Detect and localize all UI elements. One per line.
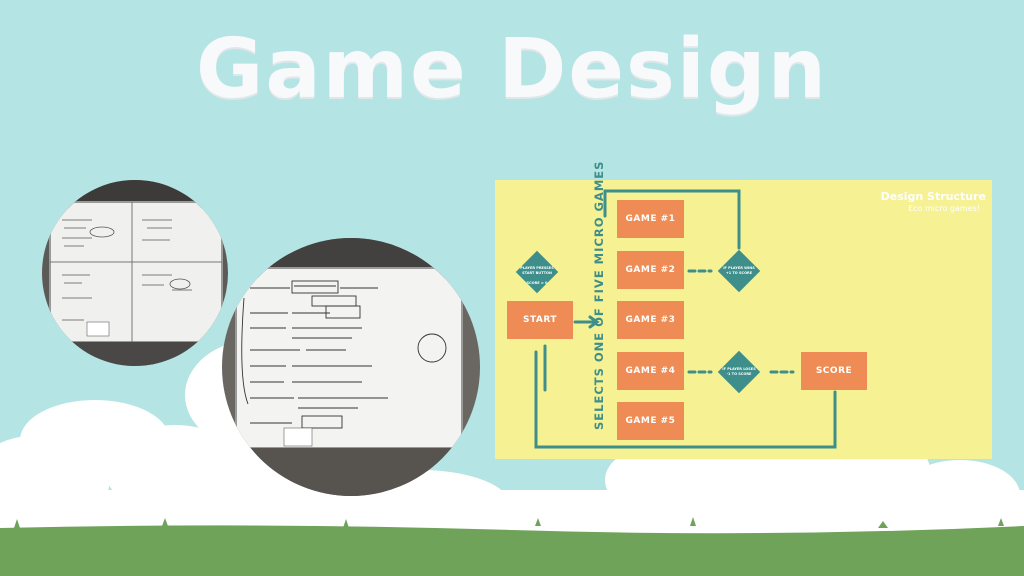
start-node: START <box>507 301 573 339</box>
grass <box>0 517 1024 576</box>
lose-decision-label: IF PLAYER LOSES -1 TO SCORE <box>722 367 756 376</box>
game-node-5: GAME #5 <box>617 402 684 440</box>
game-node-2: GAME #2 <box>617 251 684 289</box>
design-structure-heading: Design Structure <box>880 190 986 203</box>
win-decision-label: IF PLAYER WINS +1 TO SCORE <box>723 266 755 275</box>
whiteboard-photo-left <box>42 180 228 366</box>
start-decision-label: PLAYER PRESSES START BUTTON <box>520 266 554 275</box>
flowchart-connectors <box>534 189 837 449</box>
slide-title: Game Design <box>196 22 828 117</box>
score-node: SCORE <box>801 352 867 390</box>
game-node-4: GAME #4 <box>617 352 684 390</box>
design-structure-subheading: Eco micro games! <box>908 204 980 213</box>
selects-vertical-label: SELECTS ONE OF FIVE MICRO GAMES <box>592 160 606 430</box>
game-node-1: GAME #1 <box>617 200 684 238</box>
game-node-3: GAME #3 <box>617 301 684 339</box>
flowchart-panel <box>495 180 992 459</box>
start-decision-sublabel: SCORE = 0 <box>526 281 548 285</box>
whiteboard-photo-center <box>222 238 480 496</box>
